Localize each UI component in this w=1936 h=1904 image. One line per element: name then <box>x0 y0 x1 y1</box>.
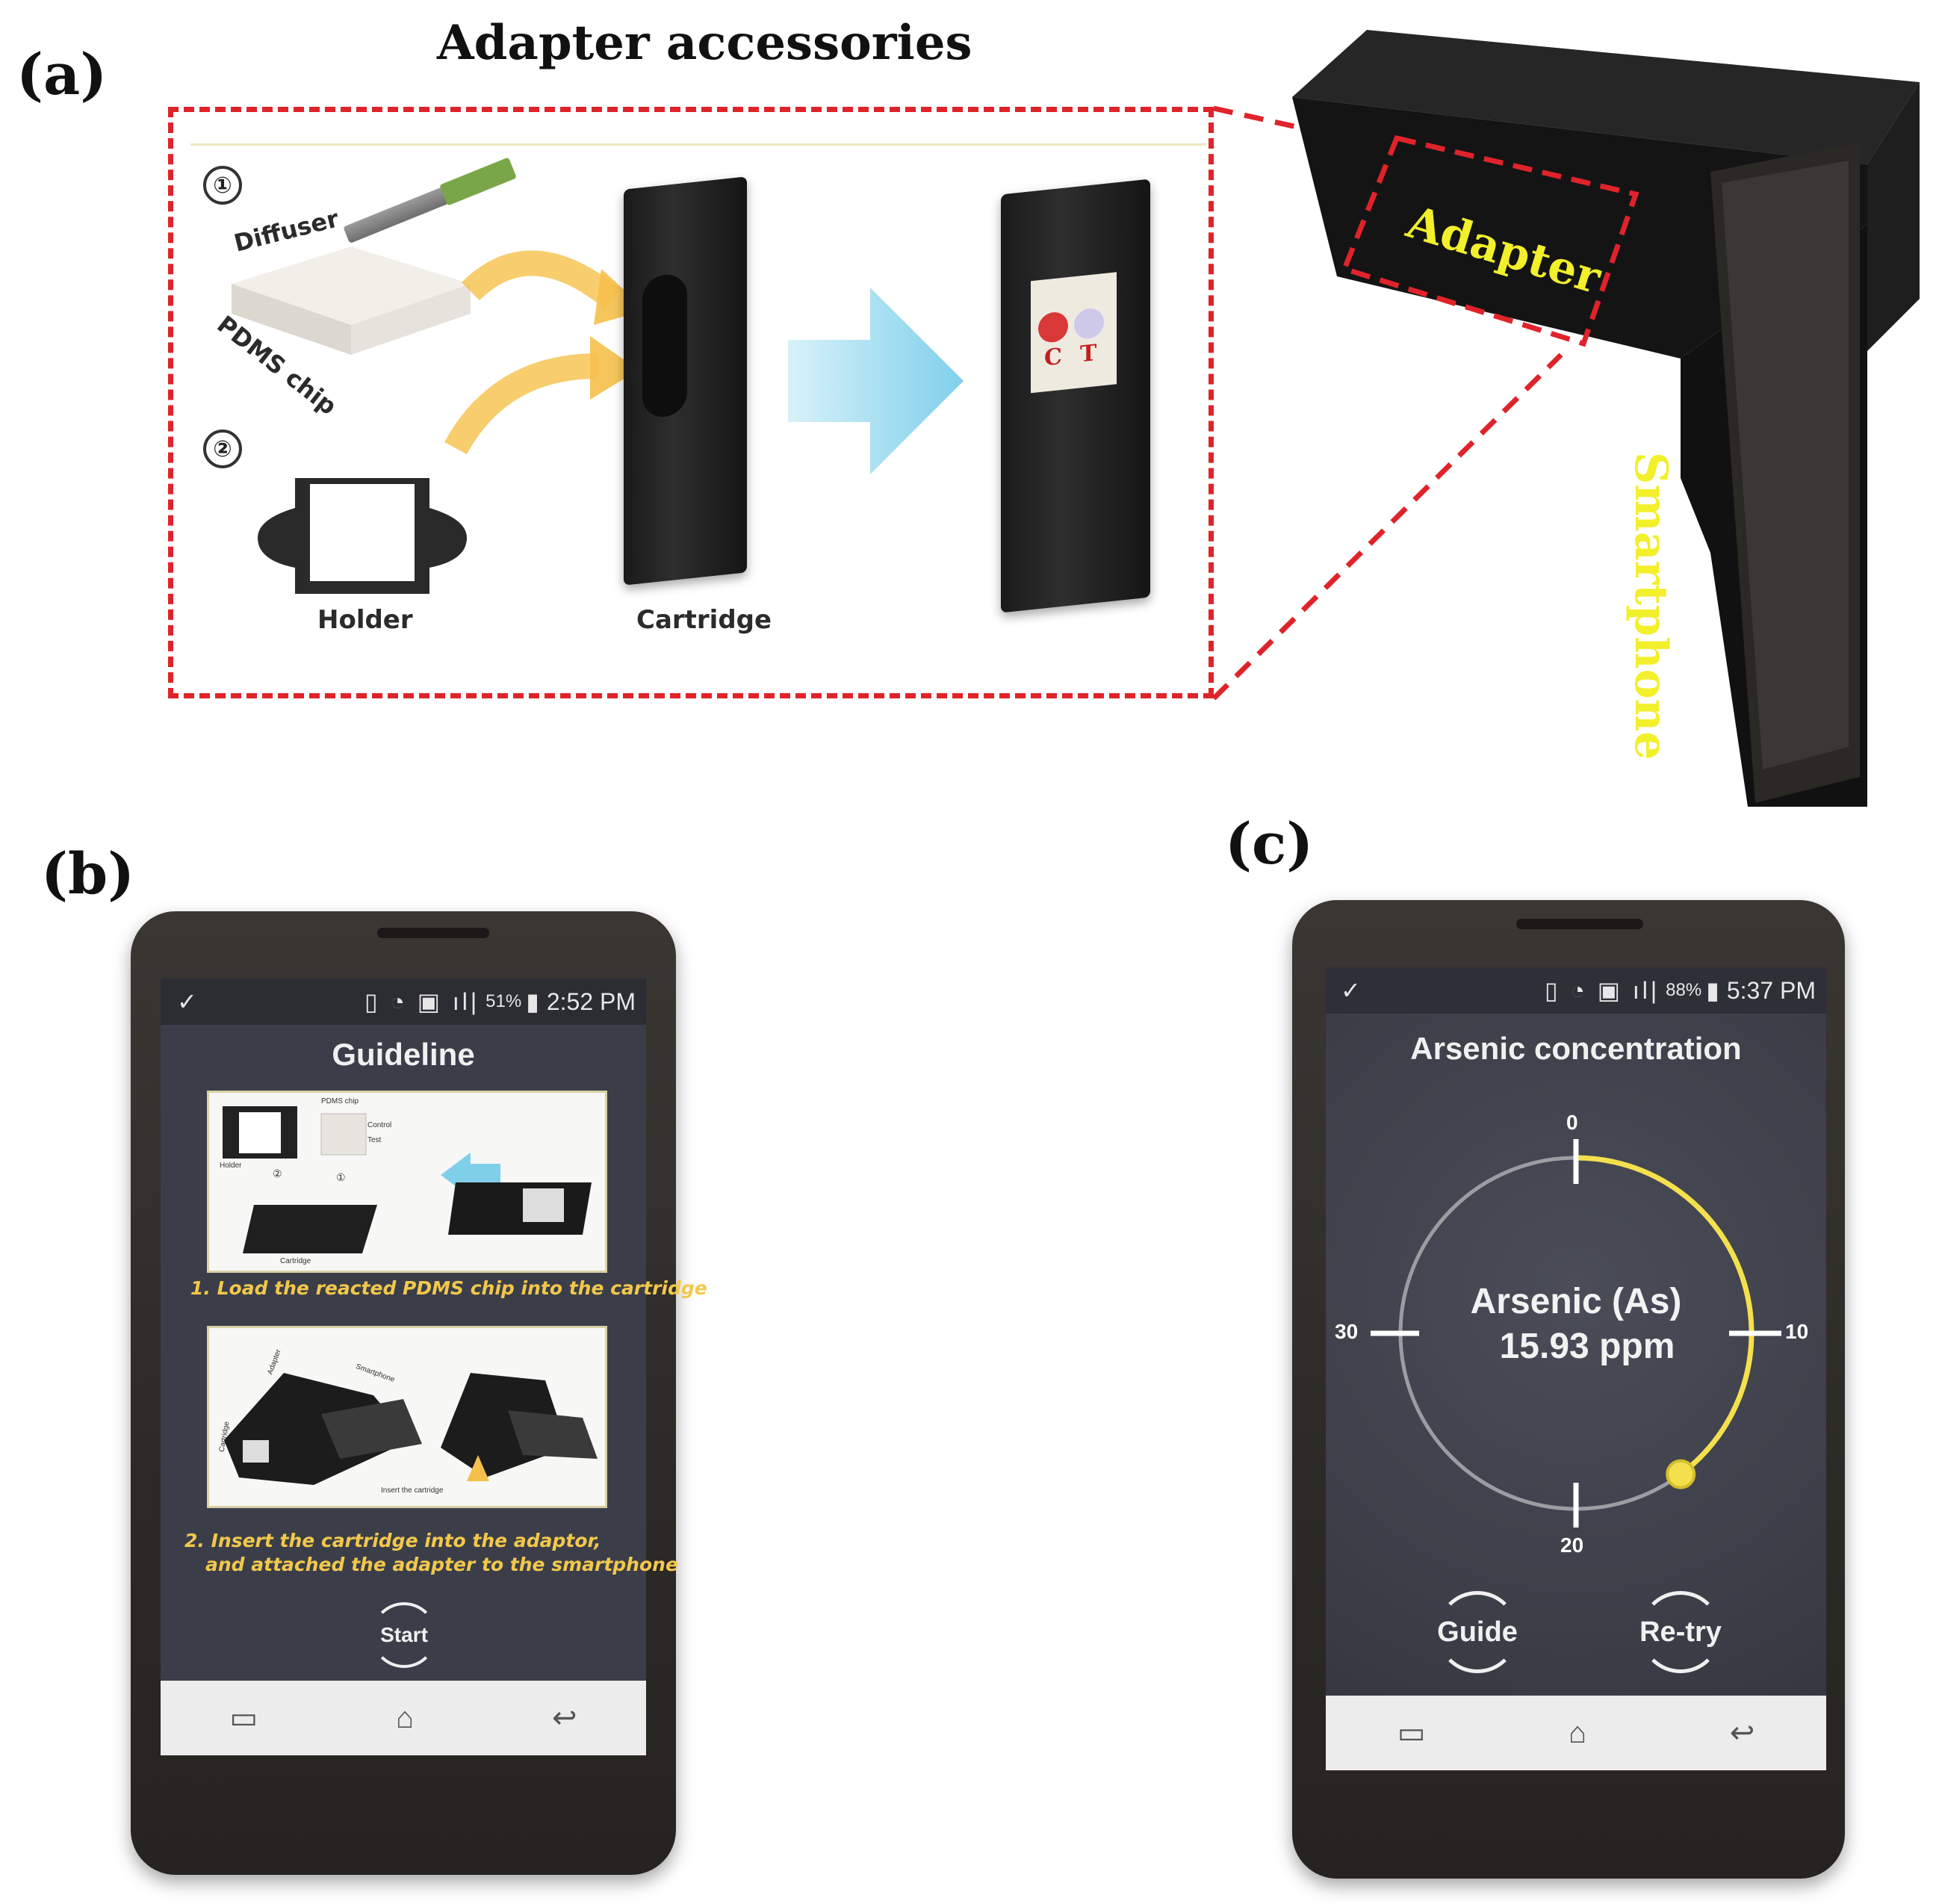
phone-b-screen: ✓ ▯ ◔ ▣ ıl| 51% ▮ 2:52 PM Guideline PDMS… <box>161 979 707 1755</box>
control-mark: C <box>1044 343 1062 372</box>
test-spot <box>1074 307 1104 341</box>
guide-button-label: Guide <box>1437 1616 1518 1648</box>
assembly-arrow <box>788 288 964 474</box>
img1-step-2: ② <box>273 1167 282 1179</box>
step-2-instruction-line2: and attached the adapter to the smartpho… <box>205 1554 678 1575</box>
cartridge-image <box>624 176 747 586</box>
cartridge-label: Cartridge <box>636 605 772 635</box>
holder-image <box>258 478 467 594</box>
guide-image-1-illustration <box>223 1106 592 1253</box>
tick-label-20: 20 <box>1560 1534 1584 1557</box>
img1-cartridge-label: Cartridge <box>280 1257 311 1265</box>
panel-c-label: (c) <box>1225 810 1314 877</box>
test-mark: T <box>1080 340 1097 368</box>
recent-apps-icon[interactable]: ▭ <box>229 1702 258 1734</box>
panel-b-label: (b) <box>41 840 135 907</box>
accessories-dashed-box <box>168 107 1214 698</box>
control-spot <box>1038 311 1068 344</box>
status-bar-b: ✓ ▯ ◔ ▣ ıl| 51% ▮ 2:52 PM <box>161 979 646 1025</box>
recent-apps-icon[interactable]: ▭ <box>1397 1717 1426 1749</box>
home-icon[interactable]: ⌂ <box>1569 1716 1587 1749</box>
gauge-value-arc <box>1573 1155 1754 1477</box>
tick-label-10: 10 <box>1785 1320 1809 1343</box>
adapter-smartphone-photo <box>1292 30 1920 807</box>
panel-a-title: Adapter accessories <box>437 15 972 71</box>
guide-image-1: PDMS chip Control Test Holder ② ① Cartri… <box>207 1091 607 1273</box>
guideline-title: Guideline <box>332 1037 475 1072</box>
phone-b: ✓ ▯ ◔ ▣ ıl| 51% ▮ 2:52 PM Guideline PDMS… <box>131 911 707 1875</box>
tick-label-0: 0 <box>1566 1111 1578 1134</box>
battery-icon-b: ▮ <box>526 988 539 1015</box>
status-time-b: 2:52 PM <box>546 987 636 1015</box>
retry-button-label: Re-try <box>1639 1616 1722 1648</box>
box-top-rule <box>190 143 1206 146</box>
step-2-number: ② <box>203 430 242 468</box>
tick-label-30: 30 <box>1335 1320 1359 1343</box>
status-check-icon-c: ✓ <box>1341 977 1361 1004</box>
zoom-connector-lines <box>1211 105 1563 701</box>
status-icons: ▯ ◔ ▣ ıl| <box>364 988 480 1015</box>
phone-c-screen: ✓ ▯ ◔ ▣ ıl| 88% ▮ 5:37 PM Arsenic concen… <box>1326 967 1826 1770</box>
loaded-chip-window: C T <box>1031 272 1117 394</box>
nav-bar-b: ▭ ⌂ ↩ <box>161 1681 646 1755</box>
status-time-c: 5:37 PM <box>1726 976 1816 1004</box>
status-check-icon: ✓ <box>177 988 197 1015</box>
step-1-instruction: 1. Load the reacted PDMS chip into the c… <box>190 1277 707 1299</box>
holder-label: Holder <box>317 605 413 635</box>
status-icons-c: ▯ ◔ ▣ ıl| <box>1545 977 1660 1004</box>
cartridge-slot <box>642 272 687 420</box>
guide-image-2: Adapter Smartphone Cartridge Insert the … <box>207 1326 607 1508</box>
guide-button[interactable]: Guide <box>1436 1591 1518 1673</box>
analyte-name: Arsenic (As) <box>1470 1282 1682 1321</box>
guide-image-2-illustration <box>224 1373 598 1485</box>
back-icon[interactable]: ↩ <box>1729 1717 1755 1749</box>
img1-holder-label: Holder <box>220 1162 242 1170</box>
img1-step-1: ① <box>336 1171 346 1183</box>
smartphone-label: Smartphone <box>1625 452 1677 760</box>
img2-insert-label: Insert the cartridge <box>381 1486 444 1495</box>
start-button[interactable]: Start <box>371 1602 437 1668</box>
concentration-reading: 15.93 ppm <box>1499 1327 1675 1366</box>
nav-bar-c: ▭ ⌂ ↩ <box>1326 1696 1826 1770</box>
img1-test-label: Test <box>367 1136 382 1144</box>
battery-icon-c: ▮ <box>1706 977 1719 1004</box>
img1-control-label: Control <box>367 1121 392 1129</box>
battery-percent-b: 51% <box>485 991 522 1011</box>
result-title: Arsenic concentration <box>1410 1031 1742 1066</box>
concentration-gauge <box>1371 1139 1781 1528</box>
phone-c-speaker <box>1516 919 1643 929</box>
phone-c: ✓ ▯ ◔ ▣ ıl| 88% ▮ 5:37 PM Arsenic concen… <box>1292 900 1845 1879</box>
panel-a-label: (a) <box>16 41 108 108</box>
home-icon[interactable]: ⌂ <box>396 1701 415 1734</box>
step-1-number: ① <box>203 166 242 205</box>
status-bar-c: ✓ ▯ ◔ ▣ ıl| 88% ▮ 5:37 PM <box>1326 967 1826 1014</box>
phone-b-speaker <box>377 928 489 938</box>
start-button-label: Start <box>380 1623 428 1646</box>
adapter-dashed-highlight <box>1341 134 1639 347</box>
step-2-instruction-line1: 2. Insert the cartridge into the adaptor… <box>184 1530 601 1551</box>
img1-pdms-label: PDMS chip <box>321 1097 359 1106</box>
battery-percent-c: 88% <box>1666 980 1702 1000</box>
retry-button[interactable]: Re-try <box>1639 1591 1722 1673</box>
loaded-cartridge-image: C T <box>1001 179 1150 613</box>
back-icon[interactable]: ↩ <box>552 1702 577 1734</box>
gauge-value-knob <box>1666 1459 1696 1489</box>
pdms-chip-image <box>232 246 471 355</box>
